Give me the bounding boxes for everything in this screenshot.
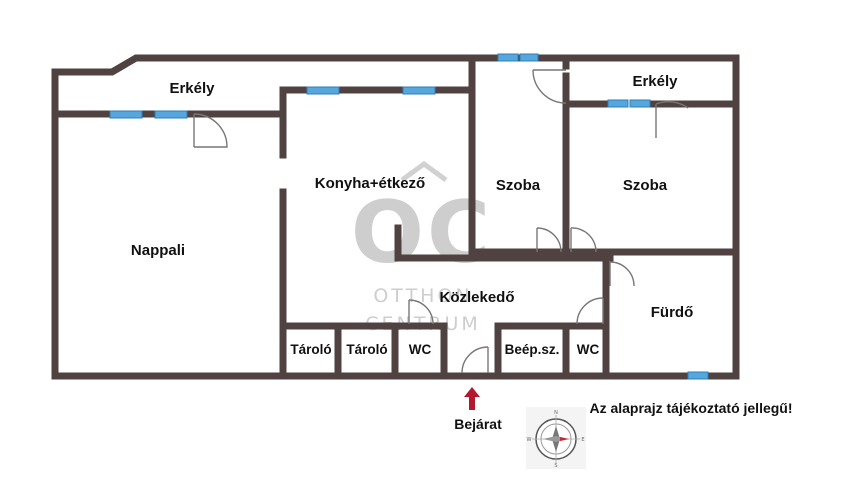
door-furdo (609, 261, 635, 287)
room-label-konyha: Konyha+étkező (315, 175, 425, 192)
outer-wall (51, 54, 740, 380)
watermark-line1: OTTHON (373, 285, 472, 307)
compass-icon: N E S W (526, 407, 586, 469)
window (154, 110, 188, 119)
room-label-wc-1: WC (409, 342, 432, 357)
door-erkely-left (193, 113, 228, 148)
window (109, 110, 143, 119)
door-wc-left (408, 299, 434, 325)
room-label-szoba-2: Szoba (623, 177, 668, 194)
room-label-kozlekedo: Közlekedő (439, 289, 514, 306)
windows (109, 53, 709, 380)
room-labels: Erkély Erkély Nappali Konyha+étkező Szob… (131, 73, 693, 357)
door-szoba1-bottom (536, 227, 562, 253)
room-label-furdo: Fürdő (651, 304, 694, 321)
entrance-arrow-icon (464, 387, 480, 410)
window (519, 53, 539, 62)
window (629, 99, 651, 108)
room-label-wc-2: WC (577, 342, 600, 357)
window (687, 371, 709, 380)
window (306, 86, 340, 95)
door-szoba1-top (532, 69, 567, 104)
watermark-logo: OC (351, 183, 493, 283)
room-label-szoba-1: Szoba (496, 177, 541, 194)
compass-s: S (554, 463, 557, 469)
door-erkely-right (655, 101, 689, 138)
room-label-erkely-right: Erkély (632, 73, 678, 90)
door-szoba2-bottom (570, 227, 597, 253)
door-wc-right (576, 297, 604, 325)
window (402, 86, 436, 95)
entrance-label: Bejárat (454, 416, 502, 432)
room-label-beep-sz: Beép.sz. (505, 342, 560, 357)
compass-w: W (527, 437, 532, 443)
room-label-erkely-left: Erkély (169, 80, 215, 97)
door-entrance (461, 346, 489, 374)
disclaimer-text: Az alaprajz tájékoztató jellegű! (589, 400, 792, 416)
room-label-nappali: Nappali (131, 242, 185, 259)
room-label-tarolo-2: Tároló (346, 342, 387, 357)
doors (193, 69, 689, 374)
compass-e: E (581, 437, 584, 443)
compass-n: N (554, 410, 558, 416)
room-label-tarolo-1: Tároló (290, 342, 331, 357)
window (607, 99, 629, 108)
window (497, 53, 519, 62)
